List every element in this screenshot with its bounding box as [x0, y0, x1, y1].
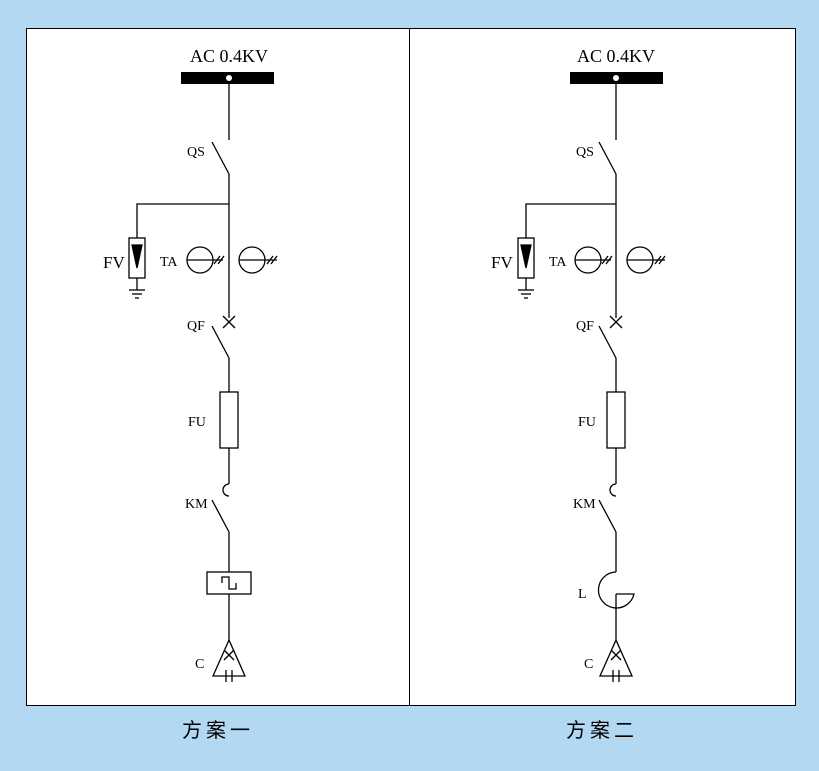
scheme-1-ta-label: TA: [160, 255, 178, 270]
scheme-1-caption: 方案一: [182, 718, 254, 742]
scheme-2-c-label: C: [584, 657, 593, 672]
scheme-1-fu-label: FU: [188, 415, 206, 430]
scheme-1-bus-label: AC 0.4KV: [190, 46, 268, 66]
scheme-2-km-arc: [609, 483, 617, 497]
scheme-2-fv-label: FV: [491, 253, 513, 272]
scheme-2-labels: AC 0.4KV QS FV TA QF FU KM L C: [491, 46, 655, 672]
scheme-2-qf-switch: [598, 325, 617, 359]
scheme-1-qs-switch: [211, 141, 230, 175]
scheme-2-capacitor: [598, 638, 634, 682]
scheme-2-circuit: [517, 72, 666, 682]
scheme-2-fu-label: FU: [578, 415, 596, 430]
scheme-1-fv-label: FV: [103, 253, 125, 272]
scheme-1-km-arc: [222, 483, 230, 497]
scheme-2-fv-branch: [525, 203, 616, 238]
scheme-2-qf-label: QF: [576, 319, 594, 334]
scheme-1-km-label: KM: [185, 497, 208, 512]
scheme-2-bus-node: [613, 75, 619, 81]
scheme-1-fuse: [219, 391, 239, 449]
scheme-2-panel: [410, 28, 796, 706]
scheme-1-circuit: [128, 72, 278, 682]
scheme-2-l-label: L: [578, 587, 587, 602]
scheme-1-bus-node: [226, 75, 232, 81]
scheme-1-fv-branch: [136, 203, 229, 238]
scheme-1-qf-switch: [211, 325, 230, 359]
scheme-1-panel: [26, 28, 410, 706]
scheme-1-km-switch: [211, 499, 230, 533]
scheme-2-caption: 方案二: [566, 718, 638, 742]
scheme-2-km-switch: [598, 499, 617, 533]
scheme-1-qf-label: QF: [187, 319, 205, 334]
scheme-1-labels: AC 0.4KV QS FV TA QF FU KM C: [103, 46, 268, 672]
scheme-2-km-label: KM: [573, 497, 596, 512]
scheme-2-reactor: [597, 571, 635, 609]
scheme-2-fuse: [606, 391, 626, 449]
scheme-1-capacitor: [211, 638, 247, 682]
scheme-1-qs-label: QS: [187, 145, 205, 160]
scheme-2-qs-switch: [598, 141, 617, 175]
scheme-2-qs-label: QS: [576, 145, 594, 160]
scheme-2-ta-label: TA: [549, 255, 567, 270]
scheme-2-bus-label: AC 0.4KV: [577, 46, 655, 66]
scheme-1-c-label: C: [195, 657, 204, 672]
